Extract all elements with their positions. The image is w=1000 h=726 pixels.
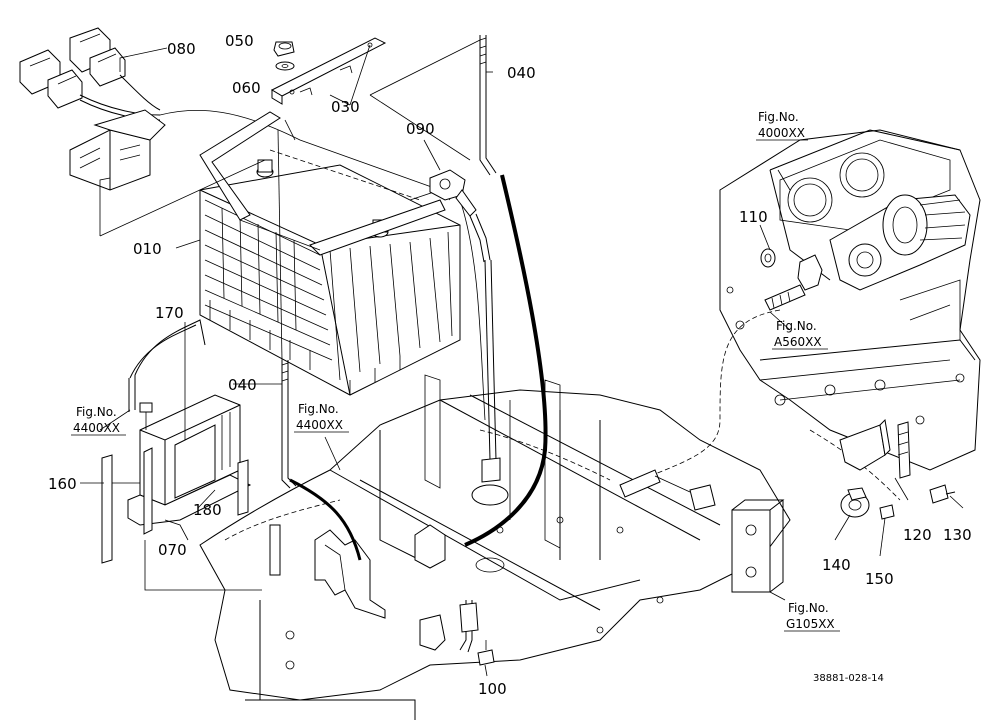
label-140: 140 [822, 556, 851, 574]
fig-ref-G105-line1: Fig.No. [788, 601, 829, 615]
bolt-130 [929, 484, 956, 504]
nut-050 [273, 41, 295, 57]
label-100: 100 [478, 680, 507, 698]
fig-ref-G105-line2: G105XX [786, 617, 835, 631]
rod-040-lower [277, 129, 297, 489]
part-label-180: 180 [193, 501, 222, 519]
part-label-050: 050 [225, 32, 254, 50]
bar-180 [237, 459, 249, 516]
label-080: 080 [167, 40, 196, 58]
part-label-010: 010 [133, 240, 162, 258]
engine-block [719, 129, 981, 471]
label-040-upper: 040 [507, 64, 536, 82]
label-180: 180 [193, 501, 222, 519]
fig-ref-4400a-line1: Fig.No. [76, 405, 117, 419]
part-label-060: 060 [232, 79, 261, 97]
part-label-040a: 040 [507, 64, 536, 82]
battery-hold-down-frame [199, 111, 451, 256]
part-label-100: 100 [478, 680, 507, 698]
fig-ref-4000-line2: 4000XX [758, 126, 805, 140]
fig-ref-G105XX: Fig.No. G105XX [784, 601, 840, 632]
drawing-code: 38881-028-14 [813, 673, 884, 684]
label-120: 120 [903, 526, 932, 544]
fig-ref-A560-line1: Fig.No. [776, 319, 817, 333]
battery-010 [199, 149, 461, 396]
fitting-110 [760, 248, 823, 311]
label-090: 090 [406, 120, 435, 138]
leader-lines [80, 39, 964, 677]
label-010: 010 [133, 240, 162, 258]
cable-terminal-lower [459, 259, 509, 653]
lower-hook-bracket [269, 524, 446, 651]
part-label-140: 140 [822, 556, 851, 574]
part-label-030: 030 [331, 98, 360, 116]
label-160: 160 [48, 475, 77, 493]
fig-ref-4000XX: Fig.No. 4000XX [756, 110, 808, 141]
bolt-150 [879, 504, 895, 520]
fig-ref-A560-line2: A560XX [774, 335, 822, 349]
label-130: 130 [943, 526, 972, 544]
part-label-160: 160 [48, 475, 77, 493]
fig-ref-4400b-line2: 4400XX [296, 418, 343, 432]
part-label-120: 120 [903, 526, 932, 544]
label-040-lower: 040 [228, 376, 257, 394]
starter-motor [829, 194, 971, 291]
rod-040-upper [479, 35, 497, 176]
label-150: 150 [865, 570, 894, 588]
part-label-130: 130 [943, 526, 972, 544]
fig-ref-4400a-line2: 4400XX [73, 421, 120, 435]
part-label-170: 170 [155, 304, 184, 322]
fig-ref-4400XX-center: Fig.No. 4400XX [294, 402, 349, 433]
label-070: 070 [158, 541, 187, 559]
part-label-090: 090 [406, 120, 435, 138]
fig-ref-4400b-line1: Fig.No. [298, 402, 339, 416]
terminal-090 [429, 169, 491, 263]
label-050: 050 [225, 32, 254, 50]
fig-ref-4000-line1: Fig.No. [758, 110, 799, 124]
rod-170 [128, 319, 206, 412]
bar-160 [101, 454, 113, 564]
washer-060 [275, 61, 295, 71]
cables [159, 109, 901, 561]
fig-ref-A560XX: Fig.No. A560XX [772, 319, 828, 350]
part-label-070: 070 [158, 541, 187, 559]
bolt-small-170 [139, 402, 153, 430]
bracket-120 [839, 418, 911, 479]
label-170: 170 [155, 304, 184, 322]
bolt-100 [477, 640, 495, 666]
part-label-080: 080 [167, 40, 196, 58]
harness-080 [19, 27, 166, 191]
part-label-150: 150 [865, 570, 894, 588]
part-label-110: 110 [739, 208, 768, 226]
battery-bracket-070 [127, 394, 252, 535]
chassis-frame [199, 374, 791, 720]
part-label-040b: 040 [228, 376, 257, 394]
label-060: 060 [232, 79, 261, 97]
clamp-bar-030 [270, 37, 387, 105]
clamp-140 [840, 487, 870, 518]
fig-ref-4400XX-left: Fig.No. 4400XX [71, 405, 126, 436]
label-030: 030 [331, 98, 360, 116]
connector-center [619, 469, 716, 511]
label-110: 110 [739, 208, 768, 226]
